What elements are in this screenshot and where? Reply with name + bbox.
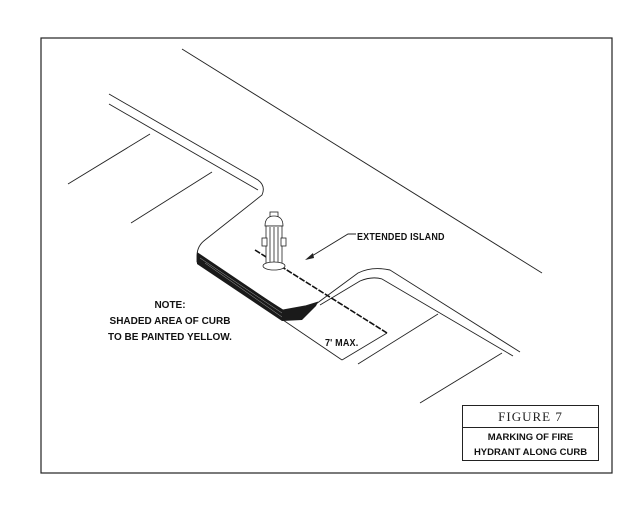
parking-line [130,171,213,224]
figure-title-block: FIGURE 7 MARKING OF FIRE HYDRANT ALONG C… [462,405,599,461]
painted-curb-shading [197,252,318,321]
note-title: NOTE: [154,300,186,311]
leader-line [306,233,356,260]
extended-island-label: EXTENDED ISLAND [357,232,445,243]
far-curb-line [181,48,543,274]
caption-line: MARKING OF FIRE [487,432,574,443]
note-line: SHADED AREA OF CURB [109,316,231,327]
note-block: NOTE: SHADED AREA OF CURB TO BE PAINTED … [95,298,245,346]
caption-line: HYDRANT ALONG CURB [473,447,588,458]
parking-line [357,313,439,365]
figure-number: FIGURE 7 [463,406,598,428]
dimension-label: 7' MAX. [325,338,359,349]
drawing-frame [40,37,613,474]
dimension-line [341,332,388,361]
figure-caption: MARKING OF FIRE HYDRANT ALONG CURB [463,428,598,460]
parking-line [67,133,151,185]
note-line: TO BE PAINTED YELLOW. [108,332,232,343]
curb-inner-edge-left [108,103,259,191]
curb-inner-edge-right [319,277,514,357]
parking-line [419,352,503,404]
fire-hydrant-icon [261,211,287,271]
arrow-head-icon [305,253,314,260]
dimension-line [282,319,343,361]
